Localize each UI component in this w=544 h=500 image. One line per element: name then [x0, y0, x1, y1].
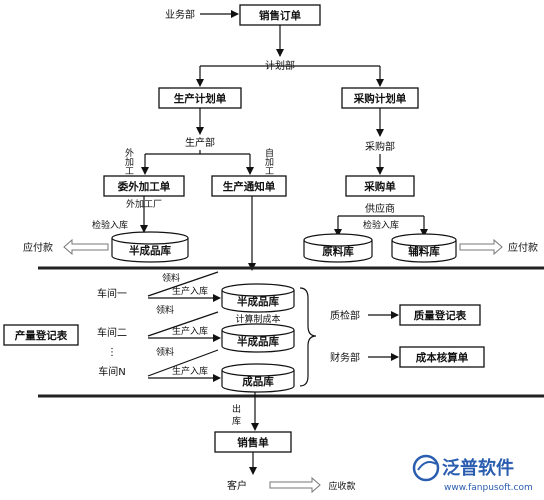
logo-swoosh-icon: [417, 461, 437, 471]
store-finished-label: 成品库: [242, 375, 274, 388]
box-production-plan-label: 生产计划单: [174, 92, 227, 105]
logo-icon: [412, 454, 440, 482]
label-receivable: 应收款: [328, 480, 355, 492]
label-outsourcing-left: 外加工: [123, 147, 134, 175]
logo: 泛普软件 www.fanpusoft.com: [412, 454, 533, 493]
dept-production: 生产部: [185, 136, 215, 149]
label-workshop-n: 车间N: [98, 365, 125, 378]
label-pick-1: 领料: [162, 272, 180, 284]
line-pick-1: [147, 271, 219, 297]
box-production-notice-label: 生产通知单: [223, 180, 276, 193]
label-payable-right: 应付款: [508, 241, 538, 254]
label-workshop-1: 车间一: [97, 287, 127, 300]
box-purchase-order-label: 采购单: [363, 180, 396, 193]
store-semi-top-label: 半成品库: [129, 244, 171, 257]
label-supplier: 供应商: [365, 202, 395, 215]
dept-purchasing: 采购部: [365, 140, 395, 153]
brace-right: [299, 287, 317, 387]
label-produce-in-2: 生产入库: [172, 325, 208, 337]
box-sales-slip-label: 销售单: [237, 436, 269, 449]
box-production-notice: [211, 175, 287, 197]
store-raw-label: 原料库: [322, 245, 354, 258]
label-outsource-factory: 外加工厂: [126, 198, 162, 210]
box-cost-calc: [399, 346, 485, 368]
label-pick-3: 领料: [156, 346, 174, 358]
arrow-receivable: [269, 476, 321, 494]
arrow-payable-right: [459, 238, 503, 256]
dept-finance: 财务部: [330, 351, 360, 364]
box-production-log: [3, 324, 79, 346]
box-outsource-order-label: 委外加工单: [117, 180, 171, 193]
box-sales-order-label: 销售订单: [259, 9, 301, 22]
store-semi-1-label: 半成品库: [237, 295, 279, 308]
box-cost-calc-label: 成本核算单: [416, 351, 469, 364]
box-production-log-label: 产量登记表: [15, 329, 68, 342]
label-outbound-1: 出: [232, 403, 241, 415]
label-produce-in-1: 生产入库: [172, 285, 208, 297]
box-quality-log: [399, 304, 481, 326]
store-semi-2-label: 半成品库: [237, 335, 279, 348]
store-finished: [221, 363, 295, 393]
label-inspect-right: 检验入库: [363, 219, 399, 231]
arrow-payable-left: [63, 238, 109, 256]
line-pick-3: [147, 349, 219, 377]
store-semi-top: [111, 231, 189, 263]
label-outbound-2: 库: [232, 415, 241, 427]
store-raw: [303, 233, 373, 263]
logo-name: 泛普软件: [442, 457, 514, 479]
logo-url: www.fanpusoft.com: [444, 483, 533, 493]
label-payable-left: 应付款: [23, 241, 53, 254]
label-produce-in-3: 生产入库: [172, 365, 208, 377]
store-semi-1: [221, 283, 295, 313]
dept-business: 业务部: [165, 8, 195, 21]
box-quality-log-label: 质量登记表: [414, 309, 467, 322]
store-aux-label: 辅料库: [408, 245, 440, 258]
label-workshop-2: 车间二: [97, 326, 127, 339]
label-inspect-left: 检验入库: [92, 219, 128, 231]
box-purchase-plan-label: 采购计划单: [353, 92, 407, 105]
store-semi-2: [221, 323, 295, 353]
box-purchase-order: [345, 175, 415, 197]
label-workshop-dots: ⋮: [107, 347, 117, 358]
store-aux: [391, 233, 457, 263]
label-calc-cost: 计算制成本: [235, 313, 280, 325]
label-outsourcing-right: 自加工: [263, 147, 274, 175]
line-pick-2: [147, 311, 219, 337]
dept-qc: 质检部: [330, 309, 360, 322]
label-pick-2: 领料: [156, 304, 174, 316]
label-customer: 客户: [227, 479, 247, 492]
